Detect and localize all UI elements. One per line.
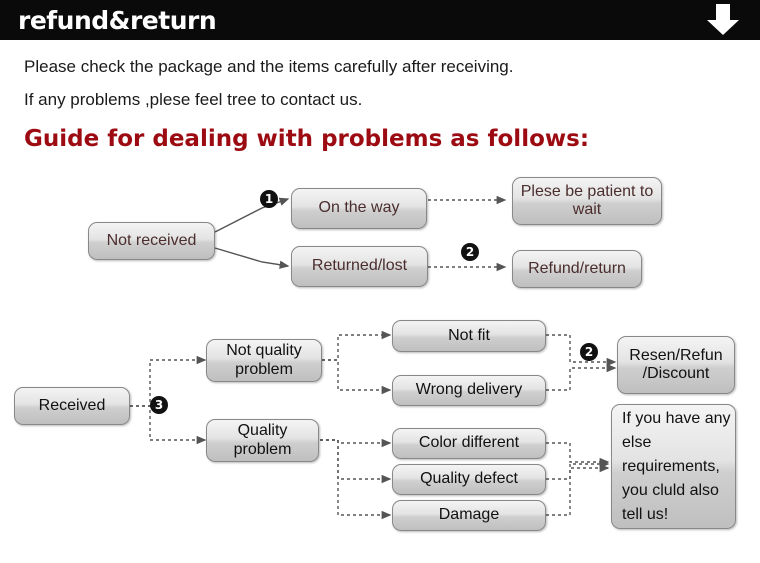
node-resend-refund-discount[interactable]: Resen/Refun /Discount [617, 336, 735, 394]
node-quality-problem[interactable]: Quality problem [206, 419, 319, 462]
node-color-different[interactable]: Color different [392, 428, 546, 459]
step-circle-2-bottom: 2 [580, 343, 598, 361]
node-refund-return[interactable]: Refund/return [512, 250, 642, 288]
node-not-received[interactable]: Not received [88, 222, 215, 260]
node-other-requirements[interactable]: If you have any else requirements, you c… [611, 404, 736, 529]
step-circle-1: 1 [260, 190, 278, 208]
node-not-quality-problem[interactable]: Not quality problem [206, 339, 322, 382]
page-title: refund&return [18, 6, 217, 35]
node-not-fit[interactable]: Not fit [392, 320, 546, 352]
node-returned-lost[interactable]: Returned/lost [291, 246, 428, 287]
intro-line-2: If any problems ,plese feel tree to cont… [24, 90, 363, 109]
down-arrow-icon [707, 4, 739, 35]
guide-heading: Guide for dealing with problems as follo… [24, 126, 590, 152]
node-received[interactable]: Received [14, 387, 130, 425]
node-damage[interactable]: Damage [392, 500, 546, 531]
node-wrong-delivery[interactable]: Wrong delivery [392, 375, 546, 406]
node-patient-to-wait[interactable]: Plese be patient to wait [512, 177, 662, 225]
header-bar [0, 0, 760, 40]
node-on-the-way[interactable]: On the way [291, 188, 427, 229]
intro-line-1: Please check the package and the items c… [24, 57, 514, 76]
step-circle-2-top: 2 [461, 243, 479, 261]
node-quality-defect[interactable]: Quality defect [392, 464, 546, 495]
step-circle-3: 3 [150, 396, 168, 414]
